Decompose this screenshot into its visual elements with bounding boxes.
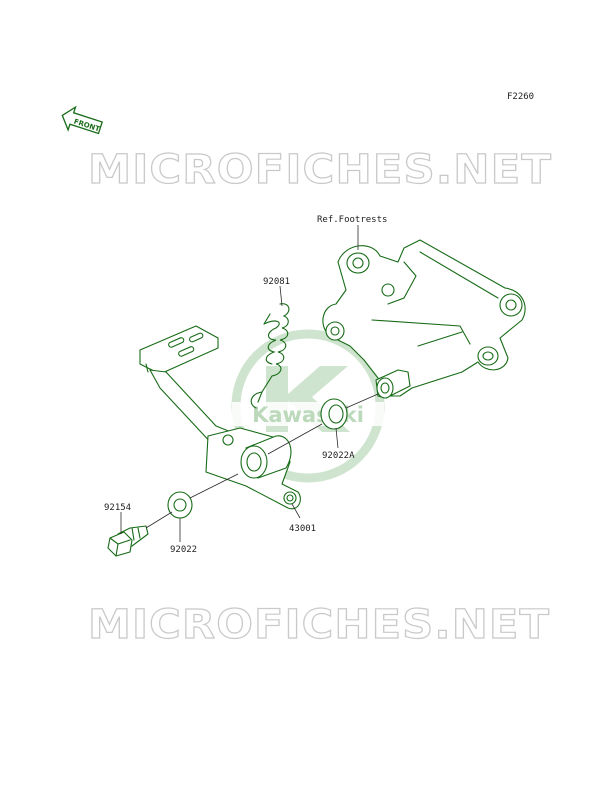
return-spring-92081	[250, 303, 290, 409]
bolt-92154	[107, 525, 149, 557]
figure-code: F2260	[507, 92, 534, 102]
callout-92081: 92081	[263, 277, 290, 287]
watermark-top: MICROFICHES.NET	[88, 147, 552, 193]
assembly-axis-lines	[145, 393, 379, 529]
callout-43001: 43001	[289, 524, 316, 534]
washer-92022	[167, 491, 193, 519]
callout-92154: 92154	[104, 503, 131, 513]
washer-92022A	[320, 398, 348, 430]
front-arrow-icon: FRONT	[61, 105, 104, 135]
callout-92022A: 92022A	[322, 451, 355, 461]
footrest-bracket	[322, 239, 526, 399]
callout-leaders	[120, 225, 359, 542]
callout-ref-footrests: Ref.Footrests	[317, 215, 387, 225]
brake-pedal-43001	[139, 325, 301, 510]
callout-92022: 92022	[170, 545, 197, 555]
watermark-bottom: MICROFICHES.NET	[88, 602, 550, 648]
